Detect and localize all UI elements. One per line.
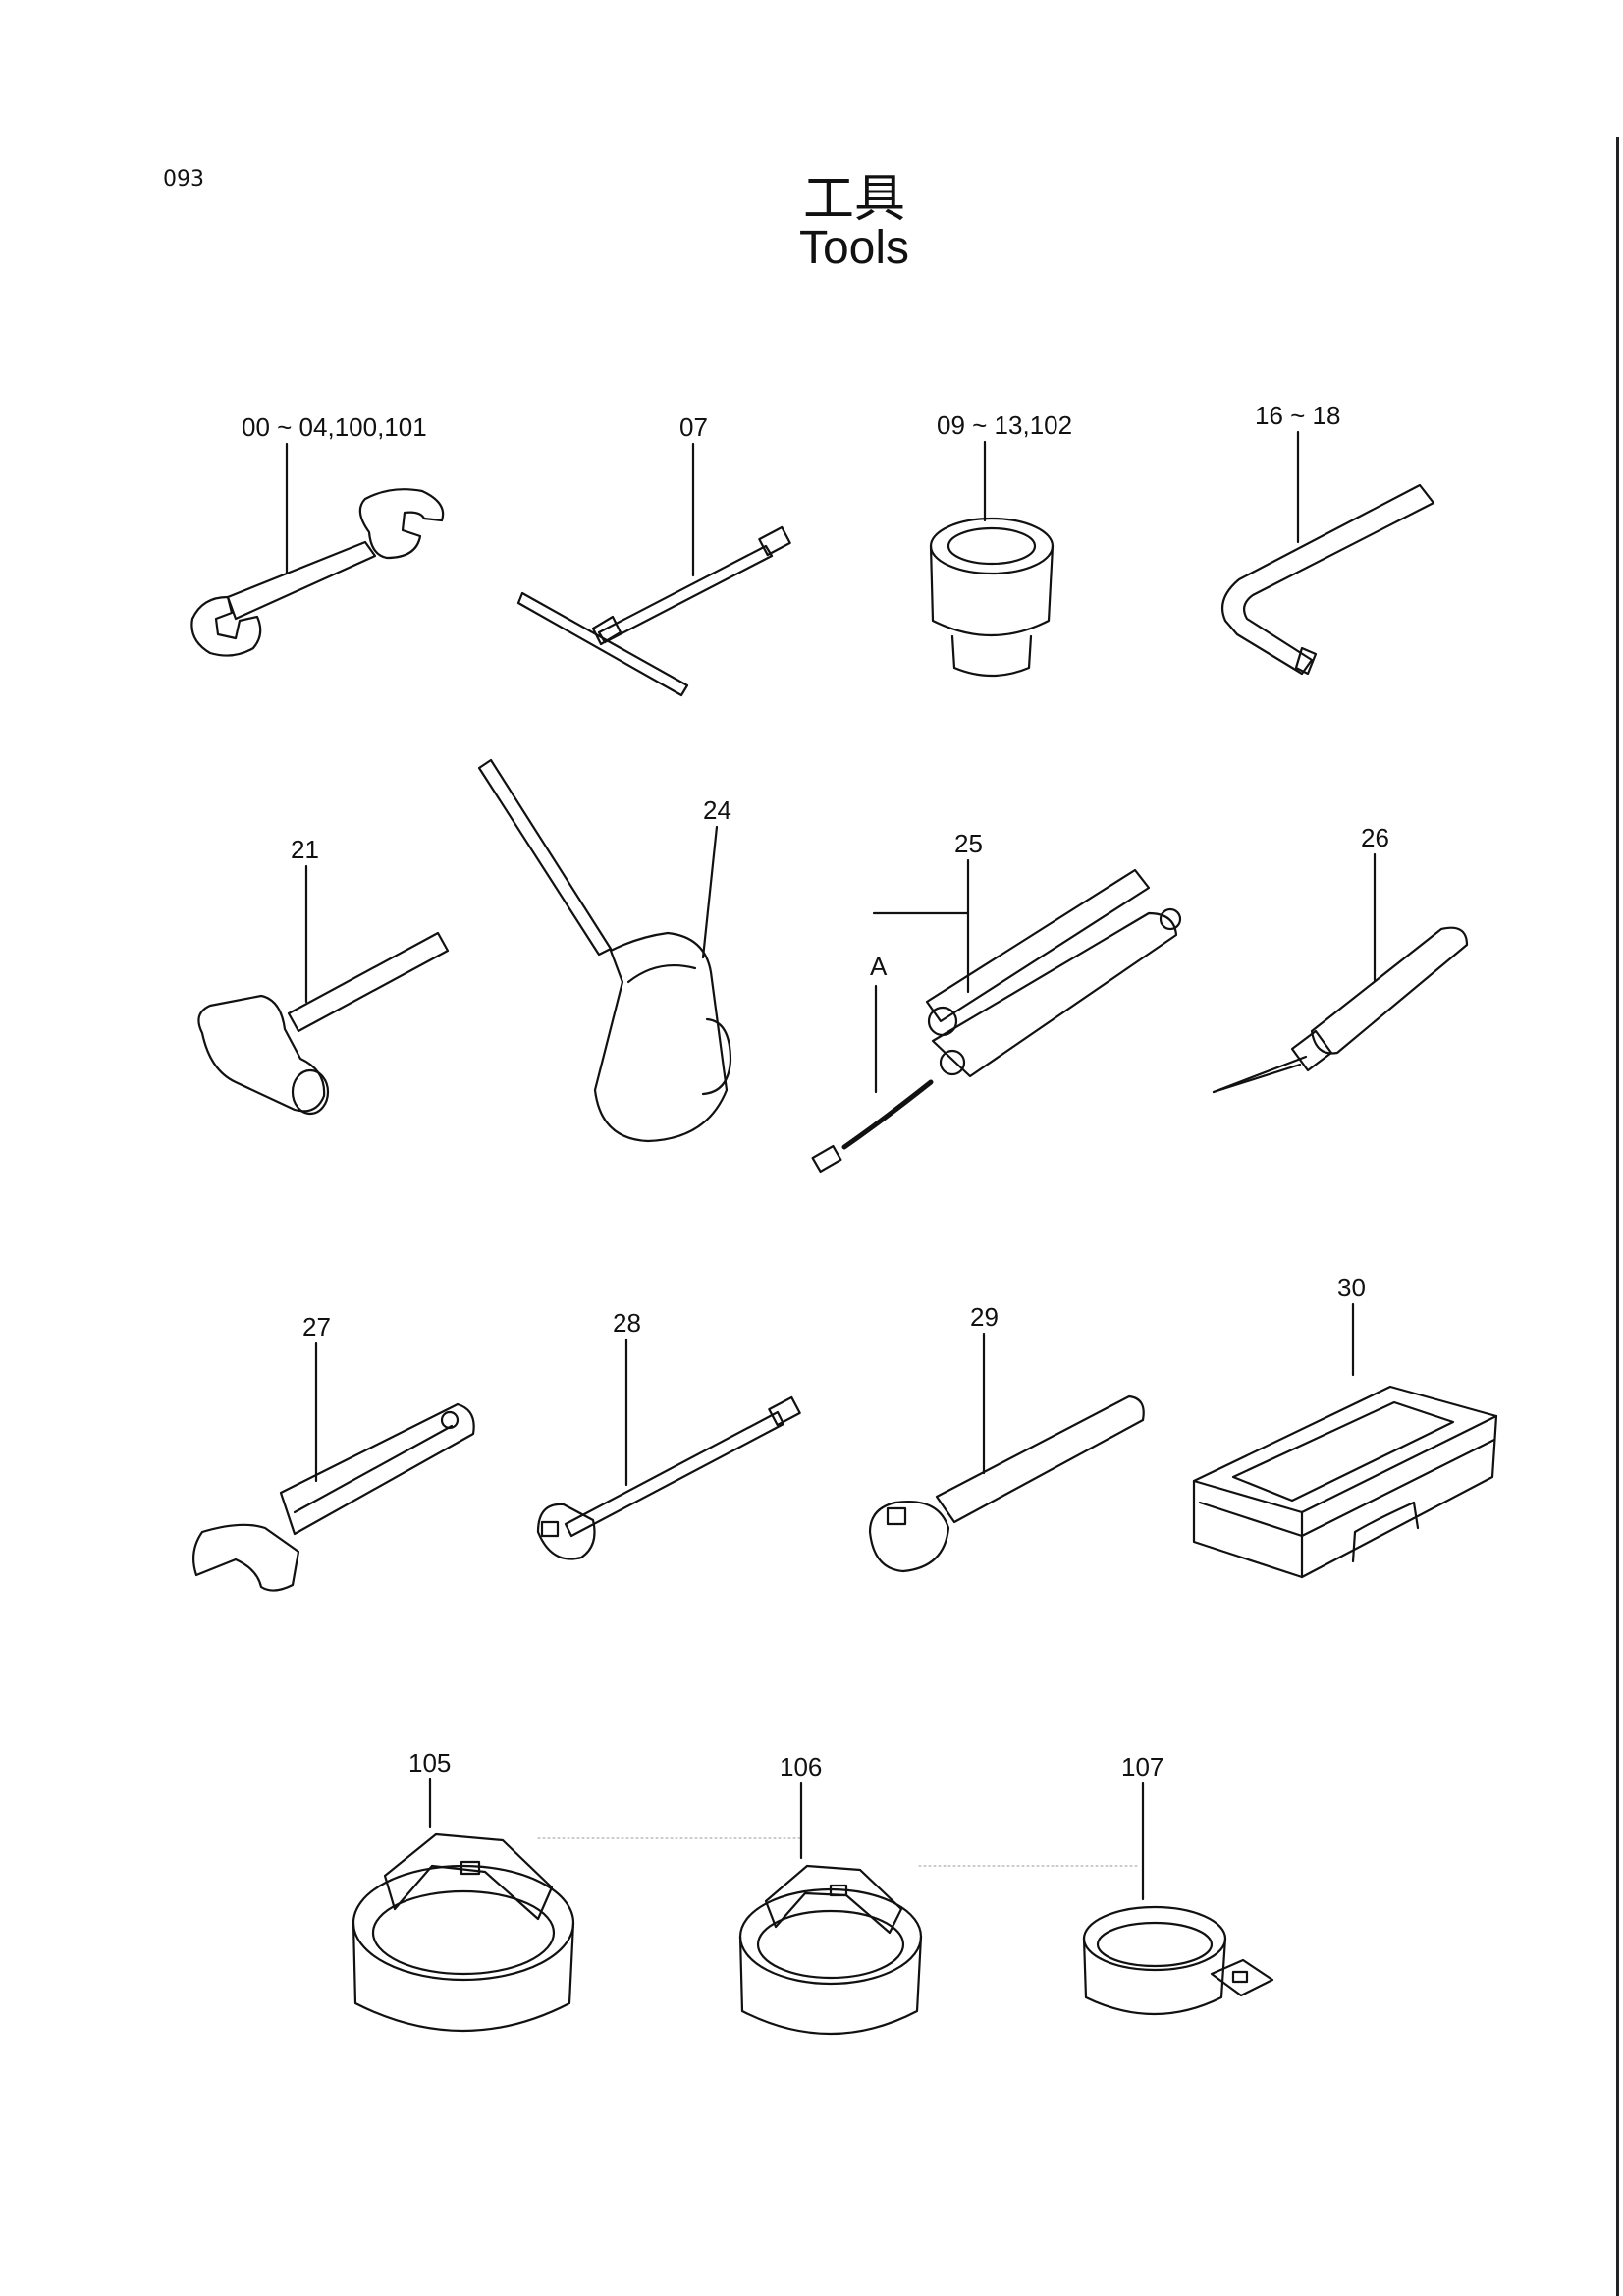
callout-label: 09 ~ 13,102 (937, 410, 1072, 440)
callout-label: 107 (1121, 1752, 1163, 1781)
t-wrench-drawing: 07 (516, 412, 791, 697)
socket-drawing: 09 ~ 13,102 (929, 410, 1072, 678)
extension-bar-drawing: 28 (536, 1308, 801, 1560)
callout-label: 25 (954, 829, 983, 858)
filter-wrench-106-drawing: 106 (738, 1752, 923, 2036)
tool-box-drawing: 30 (1192, 1273, 1498, 1579)
ratchet-handle-drawing: 29 (868, 1302, 1145, 1573)
callout-label: 21 (291, 835, 319, 864)
callout-label: 26 (1361, 823, 1389, 852)
callout-label: 105 (408, 1748, 451, 1777)
adjustable-wrench-drawing: 27 (191, 1312, 475, 1592)
filter-wrench-105-drawing: 105 (352, 1748, 575, 2033)
spanner-wrench-drawing: 00 ~ 04,100,101 (190, 412, 445, 657)
grease-gun-drawing: 25 A (811, 829, 1182, 1174)
screwdriver-drawing: 26 (1212, 823, 1469, 1094)
callout-label: 28 (613, 1308, 641, 1338)
callout-label: 24 (703, 795, 731, 825)
page-edge-line (1616, 137, 1619, 2296)
filter-wrench-107-drawing: 107 (1082, 1752, 1274, 2015)
callout-label: 16 ~ 18 (1255, 401, 1340, 430)
callout-label: 29 (970, 1302, 999, 1332)
callout-label: 106 (780, 1752, 822, 1781)
callout-label-a: A (870, 952, 888, 981)
page-title-japanese: 工具 (802, 170, 905, 229)
callout-label: 27 (302, 1312, 331, 1341)
callout-label: 30 (1337, 1273, 1366, 1302)
callout-label: 07 (679, 412, 708, 442)
hex-key-drawing: 16 ~ 18 (1221, 401, 1435, 676)
page-number: 093 (163, 167, 204, 191)
callout-label: 00 ~ 04,100,101 (242, 412, 427, 442)
oil-can-drawing: 24 (477, 758, 732, 1143)
hammer-drawing: 21 (197, 835, 450, 1116)
page-title-english: Tools (798, 222, 910, 274)
